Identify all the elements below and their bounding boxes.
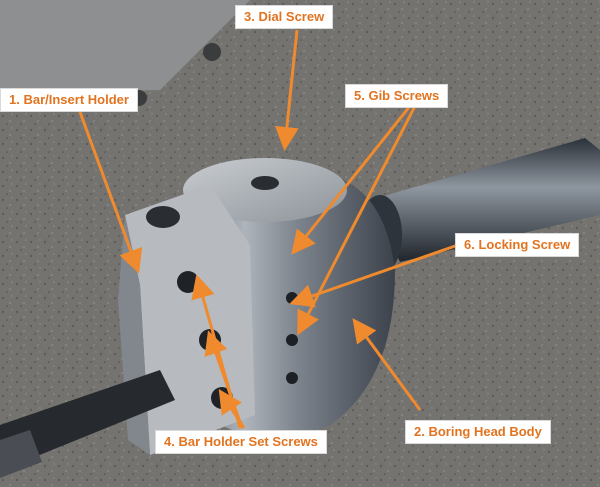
label-locking-screw: 6. Locking Screw: [455, 233, 580, 257]
gib-screw-hole: [286, 334, 298, 346]
dial-screw-hole: [251, 176, 279, 190]
arrow-dial-screw: [274, 29, 299, 151]
arrow-gib-screw-1: [291, 105, 412, 255]
label-bar-holder-set-screws: 4. Bar Holder Set Screws: [155, 430, 327, 454]
arrow-locking-screw: [289, 243, 459, 308]
label-gib-screws: 5. Gib Screws: [345, 84, 449, 108]
steel-plate: [0, 0, 250, 95]
arrow-set-screw-3: [218, 388, 246, 429]
arrow-boring-head-body: [352, 318, 422, 411]
set-screw-hole: [177, 271, 199, 293]
shank: [370, 138, 600, 262]
bar-bore: [146, 206, 180, 228]
label-bar-insert-holder: 1. Bar/Insert Holder: [0, 88, 138, 112]
label-boring-head-body: 2. Boring Head Body: [405, 420, 551, 444]
boring-bar-tip: [0, 430, 42, 478]
label-dial-screw: 3. Dial Screw: [235, 5, 334, 29]
gib-screw-hole: [286, 372, 298, 384]
plate-bolt: [203, 43, 221, 61]
boring-bar: [0, 370, 175, 470]
arrow-bar-insert-holder: [78, 111, 143, 274]
